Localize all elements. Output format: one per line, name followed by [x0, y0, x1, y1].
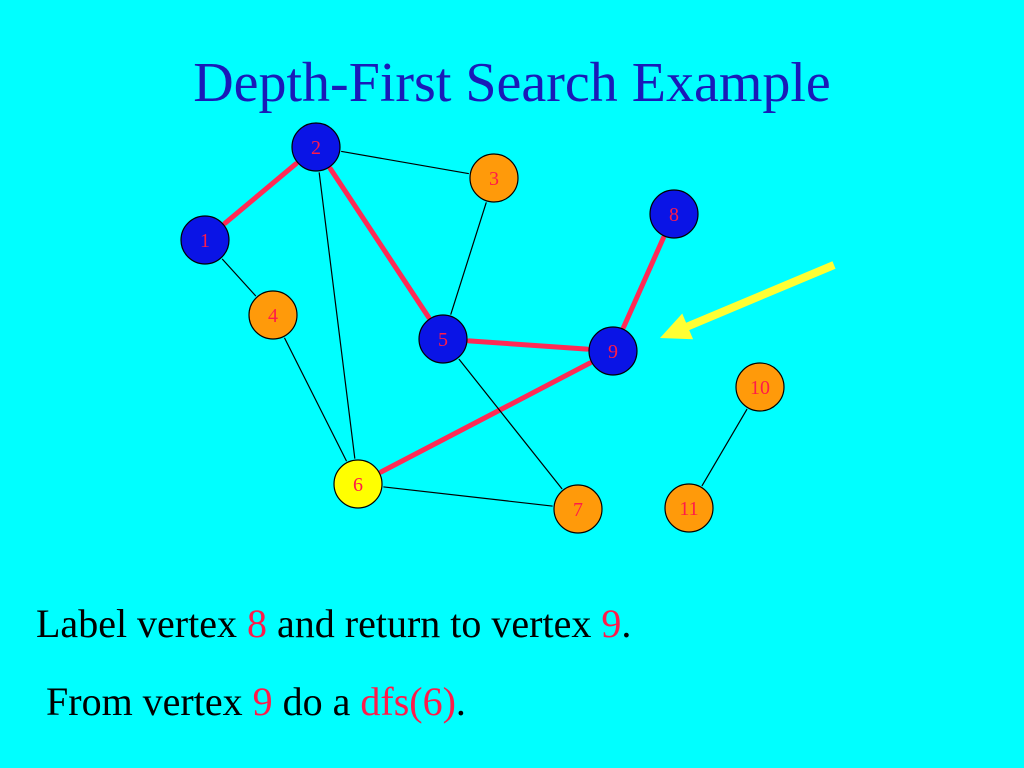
vertex-circle-10: [735, 362, 785, 412]
vertex-label-8: 8: [669, 204, 679, 226]
vertex-label-11: 11: [679, 498, 698, 520]
vertex-11: 11: [664, 483, 714, 533]
caption-line-1-vertex-b: 9: [601, 601, 622, 646]
vertex-label-9: 9: [608, 341, 618, 363]
vertex-label-3: 3: [489, 168, 499, 190]
caption-line-2-vertex: 9: [252, 679, 273, 724]
vertex-4: 4: [248, 290, 298, 340]
caption-line-1-middle: and return to vertex: [267, 601, 602, 646]
vertex-2: 2: [291, 122, 341, 172]
vertex-circle-2: [291, 122, 341, 172]
caption-line-1-after: .: [621, 601, 632, 646]
edge-2-3: [341, 150, 469, 175]
caption-line-2-middle: do a: [272, 679, 361, 724]
vertex-label-7: 7: [573, 499, 583, 521]
edge-4-6: [284, 337, 347, 462]
edge-1-4: [221, 258, 257, 297]
vertex-label-10: 10: [750, 377, 770, 399]
pointer-arrow-icon: [660, 261, 836, 340]
vertex-circle-6: [333, 459, 383, 509]
vertex-circle-3: [469, 153, 519, 203]
vertex-6: 6: [333, 459, 383, 509]
edge-10-11: [701, 408, 748, 487]
slide-title: Depth-First Search Example: [193, 52, 831, 114]
caption-line-2-call: dfs(6): [360, 679, 456, 724]
vertex-label-1: 1: [200, 230, 210, 252]
tree-edge-5-9: [466, 338, 590, 352]
graph-edges: [221, 150, 748, 507]
tree-edge-9-6: [378, 360, 593, 475]
graph-vertices: 1 2 3 4 5 6 7 8 9 10 11: [180, 122, 785, 534]
vertex-label-6: 6: [353, 474, 363, 496]
vertex-circle-11: [664, 483, 714, 533]
caption-line-2: From vertex 9 do a dfs(6).: [46, 678, 466, 726]
vertex-9: 9: [588, 326, 638, 376]
caption-line-1: Label vertex 8 and return to vertex 9.: [36, 600, 631, 648]
tree-edge-1-2: [222, 161, 299, 226]
vertex-circle-1: [180, 215, 230, 265]
vertex-7: 7: [553, 484, 603, 534]
caption-line-1-vertex-a: 8: [247, 601, 267, 646]
vertex-circle-9: [588, 326, 638, 376]
edge-3-5: [450, 202, 487, 315]
vertex-10: 10: [735, 362, 785, 412]
edge-5-7: [458, 358, 563, 490]
vertex-circle-4: [248, 290, 298, 340]
vertex-3: 3: [469, 153, 519, 203]
vertex-8: 8: [649, 189, 699, 239]
vertex-circle-8: [649, 189, 699, 239]
vertex-circle-7: [553, 484, 603, 534]
vertex-label-5: 5: [438, 329, 448, 351]
vertex-1: 1: [180, 215, 230, 265]
caption-line-2-before: From vertex: [46, 679, 253, 724]
tree-edge-2-5: [327, 166, 432, 320]
edge-6-7: [383, 486, 553, 507]
caption-line-2-after: .: [455, 679, 466, 724]
caption-line-1-before: Label vertex: [36, 601, 247, 646]
vertex-circle-5: [418, 314, 468, 364]
vertex-5: 5: [418, 314, 468, 364]
vertex-label-2: 2: [311, 137, 321, 159]
vertex-label-4: 4: [268, 305, 278, 327]
edge-2-6: [318, 172, 356, 459]
tree-edge-9-8: [621, 235, 666, 330]
